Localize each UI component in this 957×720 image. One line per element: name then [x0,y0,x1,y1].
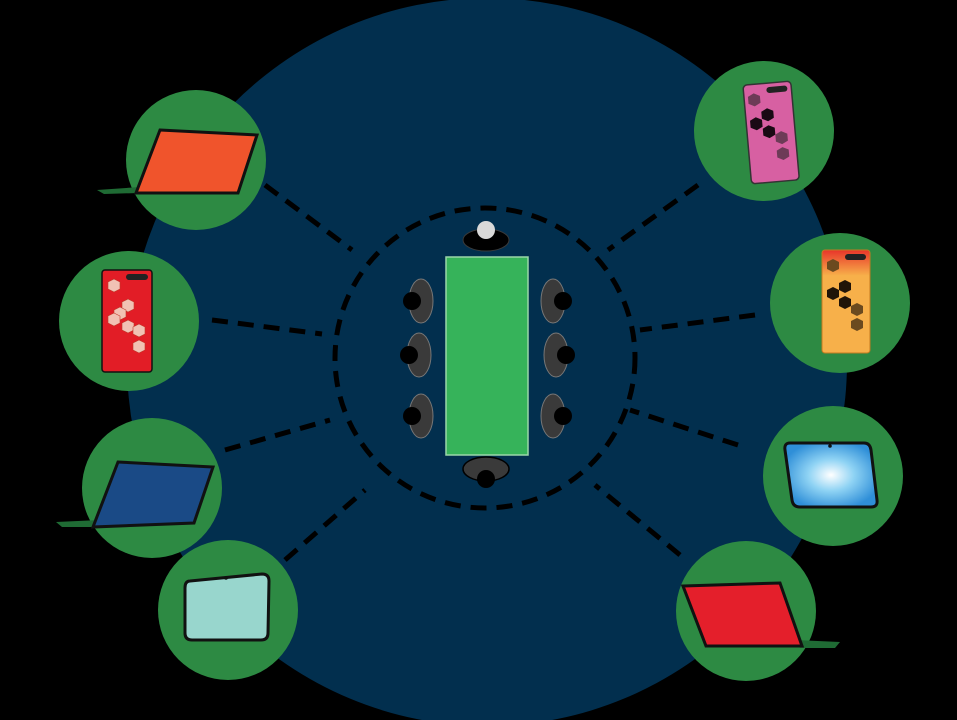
person-right-3 [554,407,572,425]
meeting-room-boundary [332,205,638,511]
laptop-screen [133,128,260,195]
person-left-2 [400,346,418,364]
meeting-room [332,205,638,511]
link-phone-left [211,317,323,337]
laptop-icon [680,581,840,648]
link-phone-top-right [606,182,700,253]
device-nodes [56,61,910,681]
smartphone-icon [742,80,800,185]
node-laptop-left-lower [56,418,222,558]
link-laptop-top-left [263,182,354,253]
link-laptop-left-lower [224,417,331,453]
conference-table [445,256,529,456]
node-phone-left [59,251,199,391]
laptop-icon [56,460,216,529]
link-phone-right [639,312,756,333]
node-laptop-top-left [97,90,266,230]
smartphone-icon [821,249,871,354]
node-tablet-bottom-left [158,540,298,680]
person-left-1 [403,292,421,310]
laptop-screen [680,581,805,648]
laptop-screen [90,460,216,529]
person-right-1 [554,292,572,310]
person-bottom [477,470,495,488]
connection-links [211,182,756,562]
smartphone-icon [101,269,153,373]
node-tablet-right [763,406,903,546]
link-tablet-right [629,407,739,448]
node-laptop-bottom-right [676,541,840,681]
link-tablet-bottom-left [283,488,367,562]
tablet-screen [783,441,879,509]
tablet-screen [183,572,271,642]
node-phone-top-right [694,61,834,201]
person-right-2 [557,346,575,364]
person-left-3 [403,407,421,425]
presenter-head [477,221,495,239]
laptop-icon [97,128,260,195]
tablet-icon [183,572,271,642]
tablet-icon [783,441,879,509]
node-phone-right [770,233,910,373]
link-laptop-bottom-right [593,483,682,557]
